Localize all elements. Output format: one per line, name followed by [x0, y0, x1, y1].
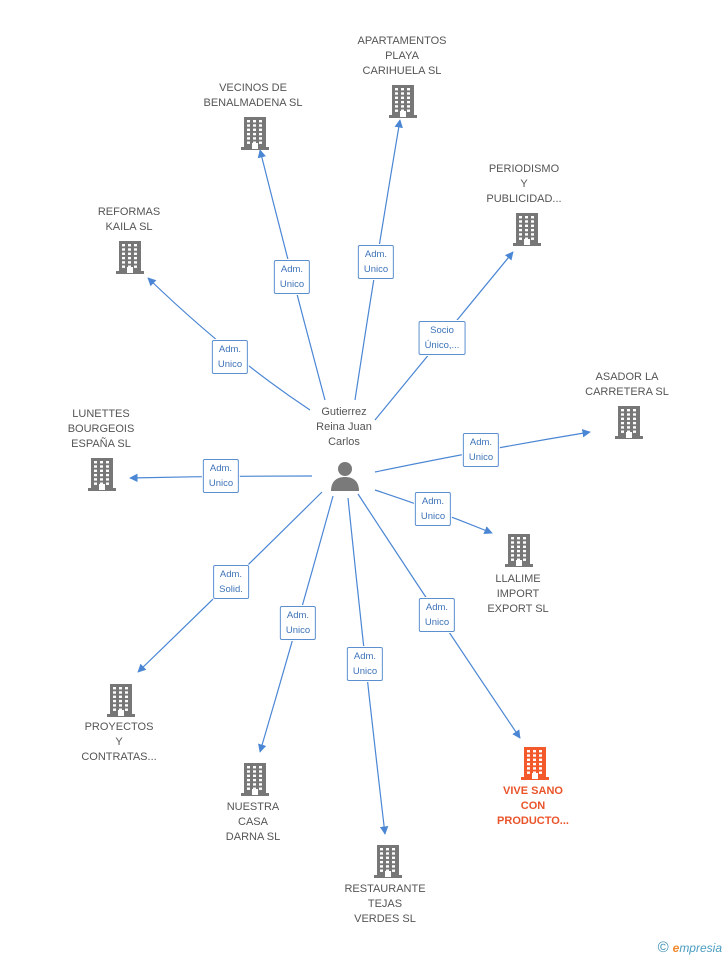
building-icon[interactable]	[614, 405, 644, 439]
company-label-line: Y	[115, 736, 123, 748]
building-icon[interactable]	[504, 533, 534, 567]
company-label-line: VIVE SANO	[503, 785, 563, 797]
role-label-line: Adm.	[286, 610, 310, 621]
company-label-line: PLAYA	[385, 50, 419, 62]
role-label-line: Unico	[352, 666, 378, 677]
company-label-line: CARIHUELA SL	[362, 65, 442, 77]
brand-name: mpresia	[679, 940, 722, 955]
building-icon[interactable]	[106, 683, 136, 717]
role-label-line: Adm.	[421, 496, 445, 507]
role-label-line: Unico	[285, 625, 311, 636]
company-label-apartamentos[interactable]: APARTAMENTOS PLAYA CARIHUELA SL	[357, 34, 446, 79]
role-label-line: Único,...	[424, 340, 460, 351]
company-label-line: CON	[520, 800, 546, 812]
building-icon[interactable]	[520, 746, 550, 780]
company-label-line: VECINOS DE	[219, 82, 287, 94]
role-label-nuestra[interactable]: Adm. Unico	[279, 606, 317, 640]
role-label-line: Unico	[420, 511, 446, 522]
role-label-vivesano[interactable]: Adm. Unico	[418, 598, 456, 632]
role-label-line: Adm.	[280, 264, 304, 275]
building-icon[interactable]	[373, 844, 403, 878]
company-label-line: BENALMADENA SL	[203, 97, 303, 109]
building-icon[interactable]	[87, 457, 117, 491]
company-label-lunettes[interactable]: LUNETTES BOURGEOIS ESPAÑA SL	[68, 407, 135, 452]
company-label-line: NUESTRA	[226, 801, 280, 813]
company-label-line: LLALIME	[495, 573, 541, 585]
company-label-line: LUNETTES	[72, 408, 130, 420]
company-label-line: KAILA SL	[105, 221, 153, 233]
company-label-nuestra[interactable]: NUESTRA CASA DARNA SL	[226, 800, 280, 845]
role-label-line: Adm.	[469, 437, 493, 448]
center-label-line-3: Carlos	[328, 436, 360, 448]
company-label-llalime[interactable]: LLALIME IMPORT EXPORT SL	[487, 572, 548, 617]
company-label-line: PRODUCTO...	[497, 815, 569, 827]
building-icon[interactable]	[115, 240, 145, 274]
company-label-restaurante[interactable]: RESTAURANTE TEJAS VERDES SL	[344, 882, 425, 927]
company-label-line: VERDES SL	[354, 913, 416, 925]
center-label-line-1: Gutierrez	[321, 406, 367, 418]
company-label-periodismo[interactable]: PERIODISMO Y PUBLICIDAD...	[486, 162, 561, 207]
role-label-line: Adm.	[219, 569, 243, 580]
role-label-line: Unico	[363, 264, 389, 275]
role-label-line: Unico	[424, 617, 450, 628]
role-label-llalime[interactable]: Adm. Unico	[414, 492, 452, 526]
person-icon[interactable]	[328, 460, 362, 492]
company-label-vecinos[interactable]: VECINOS DE BENALMADENA SL	[203, 81, 302, 111]
role-label-line: Unico	[468, 452, 494, 463]
company-label-line: BOURGEOIS	[67, 423, 135, 435]
company-label-line: CONTRATAS...	[81, 751, 157, 763]
company-label-line: IMPORT	[496, 588, 540, 600]
company-label-line: ASADOR LA	[595, 371, 659, 383]
role-label-line: Unico	[217, 359, 243, 370]
role-label-line: Unico	[208, 478, 234, 489]
role-label-restaurante[interactable]: Adm. Unico	[346, 647, 384, 681]
role-label-asador[interactable]: Adm. Unico	[462, 433, 500, 467]
building-icon[interactable]	[512, 212, 542, 246]
company-label-line: Y	[520, 178, 528, 190]
role-label-vecinos[interactable]: Adm. Unico	[273, 260, 311, 294]
building-icon[interactable]	[240, 762, 270, 796]
company-label-line: CARRETERA SL	[585, 386, 669, 398]
role-label-line: Adm.	[218, 344, 242, 355]
role-label-line: Adm.	[209, 463, 233, 474]
company-label-vivesano[interactable]: VIVE SANO CON PRODUCTO...	[497, 784, 569, 829]
company-label-line: REFORMAS	[97, 206, 161, 218]
copyright-icon: ©	[657, 939, 669, 956]
role-label-line: Adm.	[353, 651, 377, 662]
role-label-proyectos[interactable]: Adm. Solid.	[213, 565, 249, 599]
brand-initial: e	[672, 940, 680, 955]
brand-logo[interactable]: empresia	[673, 941, 722, 955]
company-label-line: EXPORT SL	[487, 603, 549, 615]
company-label-line: APARTAMENTOS	[357, 35, 447, 47]
role-label-line: Unico	[279, 279, 305, 290]
building-icon[interactable]	[388, 84, 418, 118]
company-label-proyectos[interactable]: PROYECTOS Y CONTRATAS...	[81, 720, 156, 765]
role-label-line: Socio	[430, 325, 454, 336]
company-label-line: CASA	[238, 816, 268, 828]
company-label-line: RESTAURANTE	[344, 883, 426, 895]
company-label-line: ESPAÑA SL	[71, 438, 131, 450]
role-label-line: Adm.	[425, 602, 449, 613]
company-label-line: PROYECTOS	[84, 721, 154, 733]
footer-brand: © empresia	[658, 939, 722, 956]
role-label-line: Adm.	[364, 249, 388, 260]
company-label-asador[interactable]: ASADOR LA CARRETERA SL	[585, 370, 669, 400]
company-label-line: PUBLICIDAD...	[486, 193, 562, 205]
role-label-line: Solid.	[219, 584, 243, 595]
center-person-label[interactable]: Gutierrez Reina Juan Carlos	[316, 405, 372, 450]
company-label-line: DARNA SL	[225, 831, 281, 843]
company-label-reformas[interactable]: REFORMAS KAILA SL	[98, 205, 160, 235]
company-label-line: PERIODISMO	[488, 163, 560, 175]
company-label-line: TEJAS	[367, 898, 403, 910]
role-label-apartamentos[interactable]: Adm. Unico	[357, 245, 395, 279]
center-label-line-2: Reina Juan	[316, 421, 372, 433]
role-label-reformas[interactable]: Adm. Unico	[211, 340, 249, 374]
building-icon[interactable]	[240, 116, 270, 150]
role-label-lunettes[interactable]: Adm. Unico	[202, 459, 240, 493]
